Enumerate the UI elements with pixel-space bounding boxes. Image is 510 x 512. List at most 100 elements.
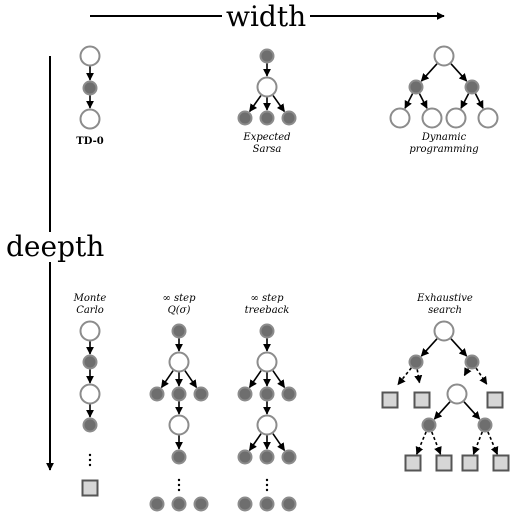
backup-edge <box>420 338 438 357</box>
mc-terminal <box>81 479 99 497</box>
exhaustive-terminal <box>461 454 479 472</box>
backup-edge <box>414 369 423 384</box>
backup-edge <box>418 93 428 109</box>
exhaustive-search-label: Exhaustive search <box>395 293 495 317</box>
mc-continuation-dots <box>88 453 92 467</box>
mc-action <box>82 354 98 370</box>
q-sigma-branch-action <box>149 386 165 402</box>
backup-edge <box>474 93 484 109</box>
dp-next-state <box>477 107 499 129</box>
treeback-action <box>259 323 275 339</box>
expected-sarsa-root-action <box>259 48 275 64</box>
treeback-label-line1: ∞ step <box>250 293 284 304</box>
exhaustive-terminal <box>381 391 399 409</box>
dp-root-state <box>433 45 455 67</box>
q-sigma-state <box>168 414 190 436</box>
expected-sarsa-label-line2: Sarsa <box>252 144 282 155</box>
expected-sarsa-label-line1: Expected <box>243 132 291 143</box>
treeback-continuation-dots <box>265 478 269 492</box>
exhaustive-action <box>421 417 437 433</box>
exhaustive-action <box>477 417 493 433</box>
treeback-label-line2: treeback <box>244 305 290 316</box>
backup-edge <box>397 367 412 386</box>
treeback-branch-action <box>259 386 275 402</box>
dynamic-programming-label: Dynamic programming <box>394 132 494 156</box>
exhaustive-search-label-line2: search <box>428 305 462 316</box>
dynamic-programming-label-line1: Dynamic <box>421 132 467 143</box>
backup-edge <box>160 370 174 389</box>
q-sigma-bottom-action <box>171 496 187 512</box>
exhaustive-terminal <box>486 391 504 409</box>
exhaustive-terminal <box>404 454 422 472</box>
backup-edge <box>272 433 286 452</box>
mc-state <box>79 320 101 342</box>
mc-action <box>82 417 98 433</box>
q-sigma-label: ∞ step Q(σ) <box>139 293 219 317</box>
td0-label: TD-0 <box>76 136 104 147</box>
backup-edge <box>272 95 286 113</box>
treeback-branch-action <box>237 449 253 465</box>
q-sigma-branch-action <box>193 386 209 402</box>
q-sigma-branch-action <box>171 386 187 402</box>
backup-edge <box>450 63 468 82</box>
monte-carlo-label: Monte Carlo <box>55 293 125 317</box>
treeback-bottom-action <box>281 496 297 512</box>
q-sigma-label-line1: ∞ step <box>162 293 196 304</box>
diagram-nodes <box>79 45 510 512</box>
treeback-label: ∞ step treeback <box>227 293 307 317</box>
backup-edge <box>184 370 198 389</box>
backup-edge <box>472 431 483 455</box>
exhaustive-state <box>446 383 468 405</box>
exhaustive-search-label-line1: Exhaustive <box>417 293 473 304</box>
td0-next-state <box>79 108 101 130</box>
td0-root-state <box>79 45 101 67</box>
expected-sarsa-leaf-action <box>281 110 297 126</box>
treeback-branch-action <box>281 386 297 402</box>
q-sigma-action <box>171 323 187 339</box>
dynamic-programming-label-line2: programming <box>409 144 479 155</box>
exhaustive-terminal <box>492 454 510 472</box>
dp-action <box>408 79 424 95</box>
dp-action <box>464 79 480 95</box>
backup-edge <box>248 95 262 113</box>
exhaustive-root-state <box>433 320 455 342</box>
treeback-branch-action <box>281 449 297 465</box>
treeback-branch-action <box>259 449 275 465</box>
dp-next-state <box>389 107 411 129</box>
td0-action <box>82 80 98 96</box>
backup-edge <box>272 370 286 389</box>
treeback-branch-action <box>237 386 253 402</box>
backup-edge <box>248 433 262 452</box>
expected-sarsa-leaf-action <box>237 110 253 126</box>
exhaustive-terminal <box>435 454 453 472</box>
exhaustive-action <box>464 354 480 370</box>
monte-carlo-label-line1: Monte <box>73 293 107 304</box>
treeback-state <box>256 351 278 373</box>
q-sigma-continuation-dots <box>177 478 181 492</box>
diagram-edges <box>86 63 499 455</box>
dp-next-state <box>445 107 467 129</box>
backup-edge <box>431 431 442 455</box>
backup-edge <box>463 367 472 377</box>
treeback-bottom-action <box>237 496 253 512</box>
exhaustive-terminal <box>413 391 431 409</box>
expected-sarsa-next-state <box>256 76 278 98</box>
q-sigma-action <box>171 449 187 465</box>
backup-edge <box>460 93 470 109</box>
dp-next-state <box>421 107 443 129</box>
mc-state <box>79 383 101 405</box>
width-axis-label: width <box>222 2 311 32</box>
q-sigma-bottom-action <box>149 496 165 512</box>
backup-edge <box>248 370 262 389</box>
treeback-bottom-action <box>259 496 275 512</box>
backup-edge <box>487 431 499 455</box>
monte-carlo-label-line2: Carlo <box>76 305 104 316</box>
expected-sarsa-leaf-action <box>259 110 275 126</box>
backup-edge <box>450 338 468 357</box>
backup-edge <box>420 63 438 82</box>
expected-sarsa-label: Expected Sarsa <box>222 132 312 156</box>
backup-edge <box>433 401 451 420</box>
backup-edge <box>404 93 414 109</box>
exhaustive-action <box>408 354 424 370</box>
